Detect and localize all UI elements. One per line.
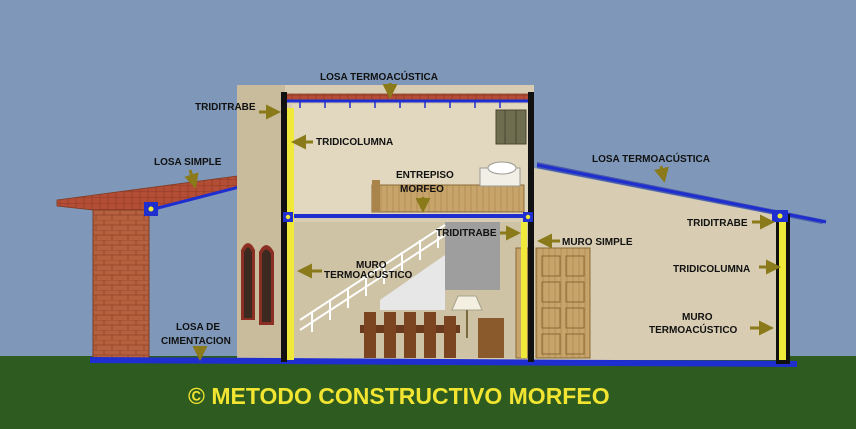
stair-wall: [445, 222, 500, 290]
callout-arrows: [184, 83, 781, 361]
wooden-door: [535, 247, 591, 359]
foundation-slab: [89, 357, 798, 367]
label-muro-termo-right-1: MURO: [682, 312, 713, 323]
floor-lamp: [451, 295, 483, 311]
label-tridicolumna-left: TRIDICOLUMNA: [316, 137, 393, 148]
stair-steps: [380, 255, 445, 310]
tridicolumna-right: [772, 210, 790, 364]
label-entrepiso-line1: ENTREPISO: [396, 170, 454, 181]
label-triditrabe-mid: TRIDITRABE: [436, 228, 497, 239]
top-beam-studs: [299, 101, 501, 108]
label-tridicolumna-right: TRIDICOLUMNA: [673, 264, 750, 275]
label-entrepiso-line2: MORFEO: [400, 184, 444, 195]
label-triditrabe-upper-left: TRIDITRABE: [195, 102, 256, 113]
upper-window: [495, 109, 527, 145]
brick-pillar: [92, 207, 150, 359]
label-muro-termo-left-1: MURO: [356, 260, 387, 271]
label-muro-termo-right-2: TERMOACÚSTICO: [649, 323, 738, 336]
arched-windows: [241, 243, 274, 325]
staircase: [299, 224, 446, 332]
label-losa-cimentacion-2: CIMENTACION: [161, 336, 231, 347]
footer-copyright: © METODO CONSTRUCTIVO MORFEO: [188, 383, 610, 409]
tridicolumna-left: [281, 92, 294, 362]
label-muro-simple: MURO SIMPLE: [562, 237, 633, 248]
ground: [0, 356, 856, 429]
label-losa-simple: LOSA SIMPLE: [154, 157, 222, 168]
label-triditrabe-right: TRIDITRABE: [687, 218, 748, 229]
right-annex-wall: [534, 168, 780, 360]
label-muro-termo-left-2: TERMOACUSTICO: [324, 270, 413, 281]
dining-set: [360, 312, 504, 358]
label-losa-cimentacion-1: LOSA DE: [176, 322, 220, 333]
label-losa-termoacustica-top: LOSA TERMOACÚSTICA: [320, 70, 438, 83]
bed: [371, 184, 525, 213]
label-losa-termoacustica-right: LOSA TERMOACÚSTICA: [592, 152, 710, 165]
tridicolumna-center: [521, 92, 534, 362]
